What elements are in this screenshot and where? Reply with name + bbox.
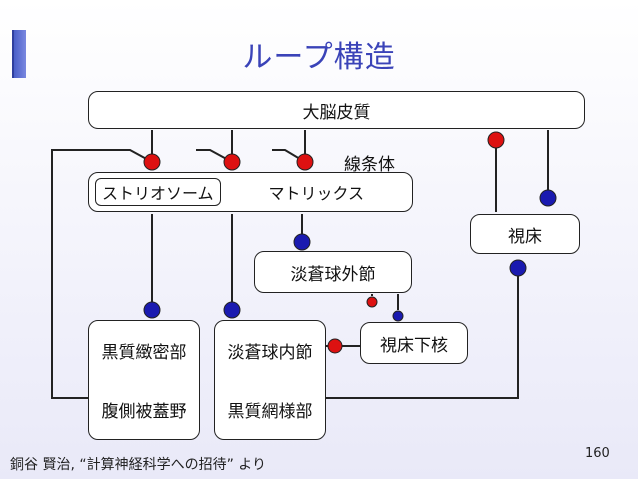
gpi-to-thalamus-line <box>326 272 519 399</box>
gpe-label: 淡蒼球外節 <box>290 264 376 285</box>
synapse-dot <box>223 153 241 171</box>
synapse-dot <box>143 153 161 171</box>
synapse-dot <box>223 301 241 319</box>
thalamus-label: 視床 <box>508 226 542 247</box>
synapse-dot <box>392 310 404 322</box>
excitatory-synapses <box>143 131 505 354</box>
page-number: 160 <box>585 446 610 461</box>
slide-accent-bar <box>12 30 26 78</box>
inhibitory-synapses <box>143 189 557 322</box>
stn-box: 視床下核 <box>360 322 468 364</box>
snr-label: 黒質網様部 <box>227 402 313 422</box>
citation-text: 銅谷 賢治, “計算神経科学への招待” より <box>10 457 267 473</box>
stn-label: 視床下核 <box>380 335 448 356</box>
thalamus-box: 視床 <box>470 214 580 254</box>
cortex-box: 大脳皮質 <box>88 91 585 129</box>
gpi-snr-box: 淡蒼球内節 黒質網様部 <box>214 320 326 440</box>
synapse-dot <box>509 259 527 277</box>
vta-label: 腹側被蓋野 <box>101 402 187 422</box>
cortex-label: 大脳皮質 <box>302 102 371 123</box>
synapse-dot <box>366 296 378 308</box>
snc-feedback-loop-line <box>51 149 153 399</box>
gpe-box: 淡蒼球外節 <box>254 251 412 293</box>
snc-vta-box: 黒質緻密部 腹側被蓋野 <box>88 320 200 440</box>
synapse-dot <box>327 338 343 354</box>
striatum-label: 線条体 <box>344 155 395 175</box>
striatum-box: ストリオソーム マトリックス <box>88 172 413 212</box>
matrix-label: マトリックス <box>268 184 365 203</box>
gpi-label: 淡蒼球内節 <box>227 343 313 363</box>
snc-label: 黒質緻密部 <box>101 343 187 363</box>
slide-title: ループ構造 <box>242 40 396 75</box>
synapse-dot <box>539 189 557 207</box>
synapse-dot <box>293 233 311 251</box>
striosome-label: ストリオソーム <box>95 178 221 206</box>
synapse-dot <box>143 301 161 319</box>
synapse-dot <box>296 153 314 171</box>
synapse-dot <box>487 131 505 149</box>
